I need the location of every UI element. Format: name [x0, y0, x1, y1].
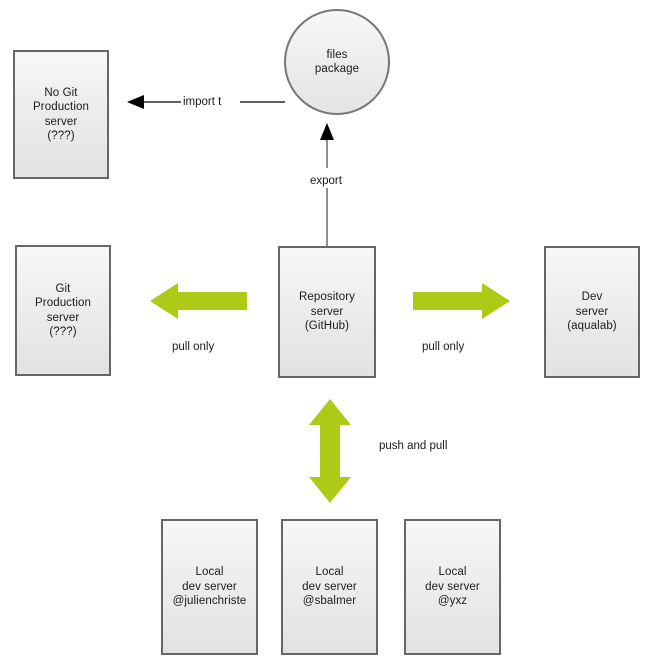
node-local-dev-server-julienchriste[interactable]: Local dev server @julienchriste [161, 519, 258, 655]
node-repository-server-label: Repository server (GitHub) [299, 291, 355, 333]
node-git-production-server[interactable]: Git Production server (???) [15, 245, 111, 376]
edge-label-import-text: import t [183, 96, 222, 108]
node-local-dev-server-sbalmer[interactable]: Local dev server @sbalmer [281, 519, 378, 655]
edge-label-export: export [310, 174, 342, 188]
pull-only-right-arrow [413, 283, 510, 319]
edge-label-pull-only-left-text: pull only [172, 341, 215, 353]
pull-only-left-arrow [150, 283, 247, 319]
edge-label-push-and-pull-text: push and pull [379, 440, 448, 452]
node-local-dev-server-sbalmer-label: Local dev server @sbalmer [302, 566, 357, 608]
node-no-git-production-server-label: No Git Production server (???) [33, 86, 89, 143]
node-files-package[interactable]: files package [284, 9, 390, 115]
node-dev-server-label: Dev server (aqualab) [567, 291, 617, 333]
node-git-production-server-label: Git Production server (???) [35, 282, 91, 339]
edge-label-push-and-pull: push and pull [379, 439, 447, 453]
edge-label-import: import t [183, 95, 221, 109]
edge-label-pull-only-right-text: pull only [422, 341, 465, 353]
node-dev-server[interactable]: Dev server (aqualab) [544, 246, 640, 378]
node-local-dev-server-julienchriste-label: Local dev server @julienchriste [172, 566, 247, 608]
node-files-package-label: files package [314, 48, 360, 76]
edge-label-pull-only-right: pull only [422, 340, 464, 354]
edge-label-pull-only-left: pull only [172, 340, 214, 354]
edge-label-export-text: export [310, 175, 342, 187]
node-repository-server[interactable]: Repository server (GitHub) [278, 246, 376, 378]
node-local-dev-server-yxz-label: Local dev server @yxz [425, 566, 480, 608]
node-no-git-production-server[interactable]: No Git Production server (???) [13, 50, 109, 179]
push-and-pull-arrow [309, 399, 351, 503]
node-local-dev-server-yxz[interactable]: Local dev server @yxz [404, 519, 501, 655]
